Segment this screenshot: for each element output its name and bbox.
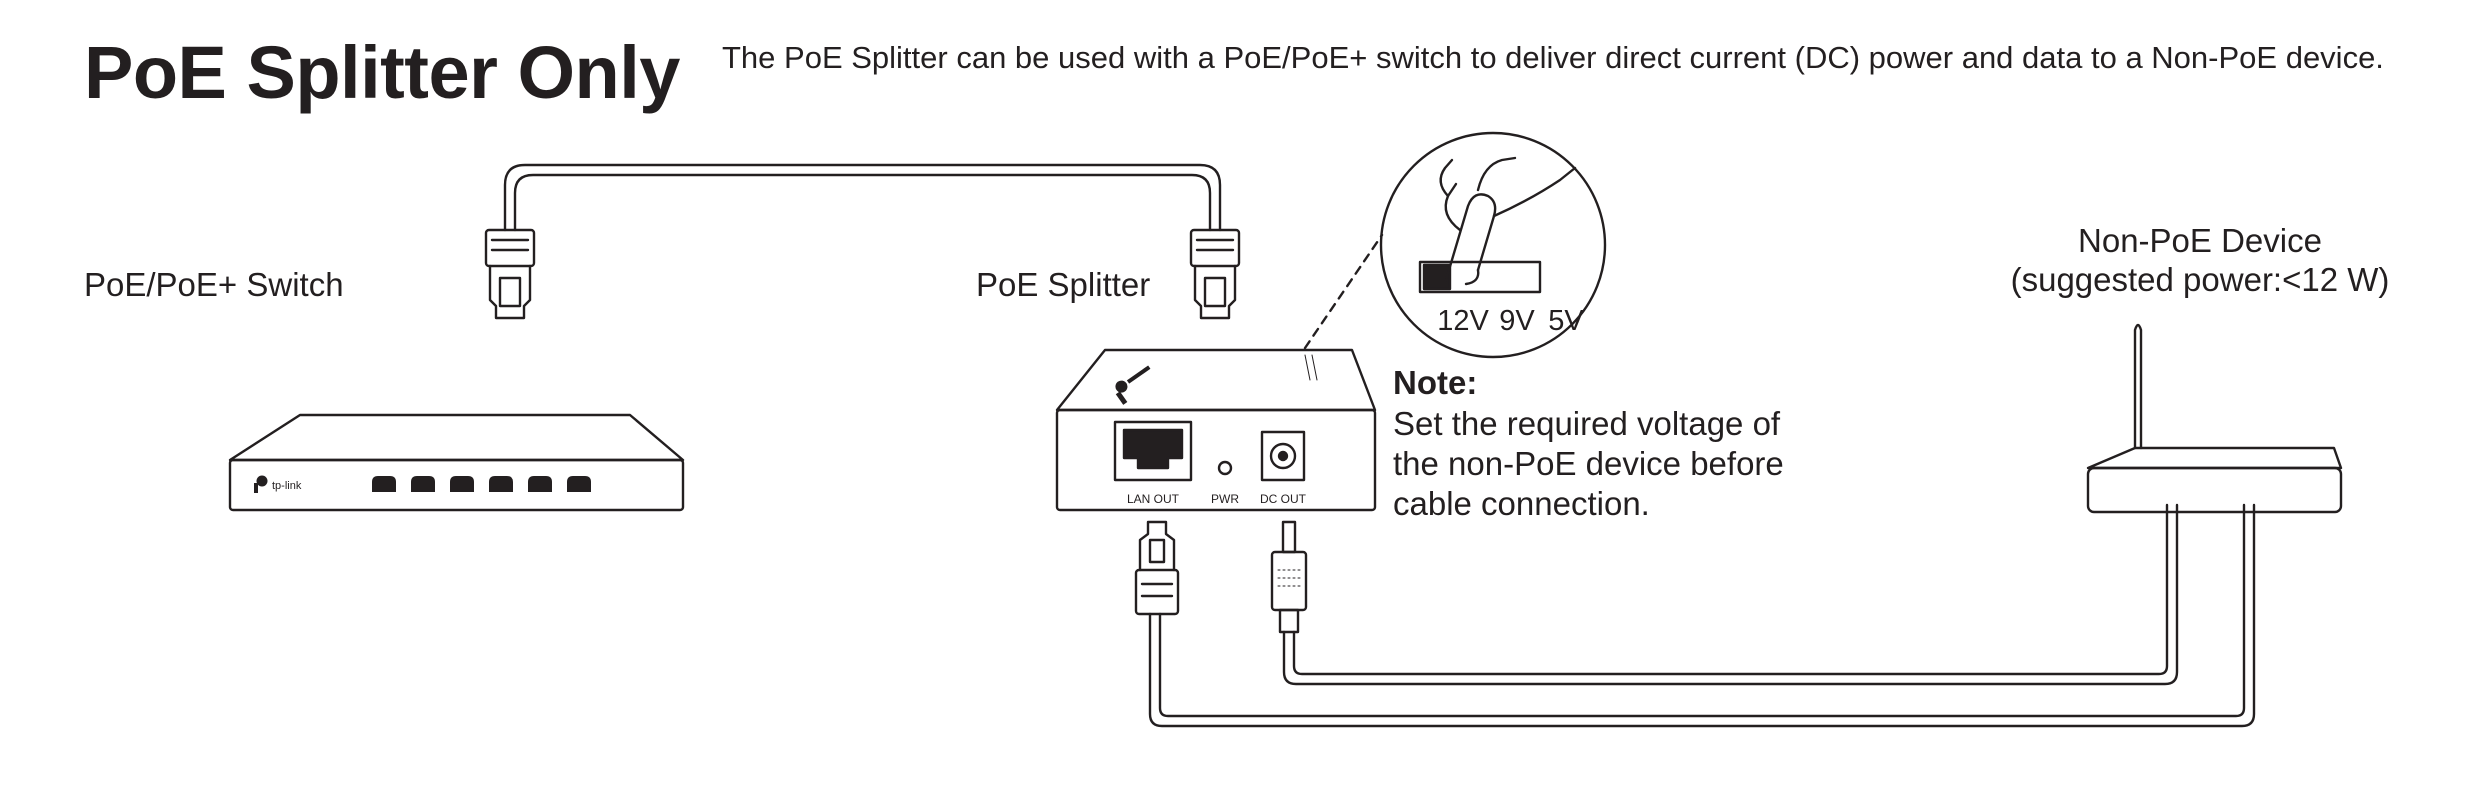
- rj45-connector-icon: [1134, 520, 1180, 616]
- tp-link-logo-icon: [254, 475, 268, 493]
- dc-out-port-icon: [1260, 430, 1306, 482]
- switch-to-splitter-cable: [503, 163, 1222, 232]
- non-poe-device: [2086, 323, 2343, 514]
- rj45-connector-icon: [1189, 228, 1241, 320]
- voltage-option-5v: 5V: [1548, 305, 1584, 337]
- poe-switch-label: PoE/PoE+ Switch: [84, 266, 344, 303]
- lan-out-label: LAN OUT: [1127, 492, 1180, 506]
- non-poe-power-label: (suggested power:<12 W): [2010, 261, 2390, 298]
- hand-pointer-icon: [1439, 156, 1577, 286]
- voltage-option-9v: 9V: [1499, 305, 1535, 337]
- dc-out-label: DC OUT: [1260, 492, 1307, 506]
- page-title: PoE Splitter Only: [84, 31, 680, 114]
- rj45-connector-icon: [484, 228, 536, 320]
- pwr-label: PWR: [1211, 492, 1239, 506]
- switch-port-icons: [372, 476, 591, 492]
- poe-splitter-device: [1055, 348, 1377, 512]
- lan-out-port-icon: [1113, 420, 1193, 482]
- page-description: The PoE Splitter can be used with a PoE/…: [722, 40, 2384, 75]
- antenna-icon: [2133, 323, 2143, 450]
- note-body: Set the required voltage of the non-PoE …: [1393, 405, 1784, 522]
- tp-link-logo-icon: [1115, 365, 1151, 405]
- poe-switch-device: [228, 413, 685, 512]
- voltage-switch-callout: [1379, 131, 1607, 359]
- note-title: Note:: [1393, 364, 1478, 401]
- lan-cable: [1148, 503, 2256, 728]
- pwr-led-icon: [1217, 460, 1233, 476]
- dc-plug-icon: [1270, 520, 1308, 634]
- poe-splitter-label: PoE Splitter: [976, 266, 1151, 303]
- side-voltage-markings: [1304, 354, 1318, 381]
- callout-leader-line: [1303, 233, 1384, 350]
- dc-power-cable: [1282, 503, 2179, 686]
- switch-brand-text: tp-link: [272, 480, 302, 492]
- voltage-option-12v: 12V: [1437, 305, 1489, 337]
- non-poe-device-label: Non-PoE Device: [2078, 222, 2322, 259]
